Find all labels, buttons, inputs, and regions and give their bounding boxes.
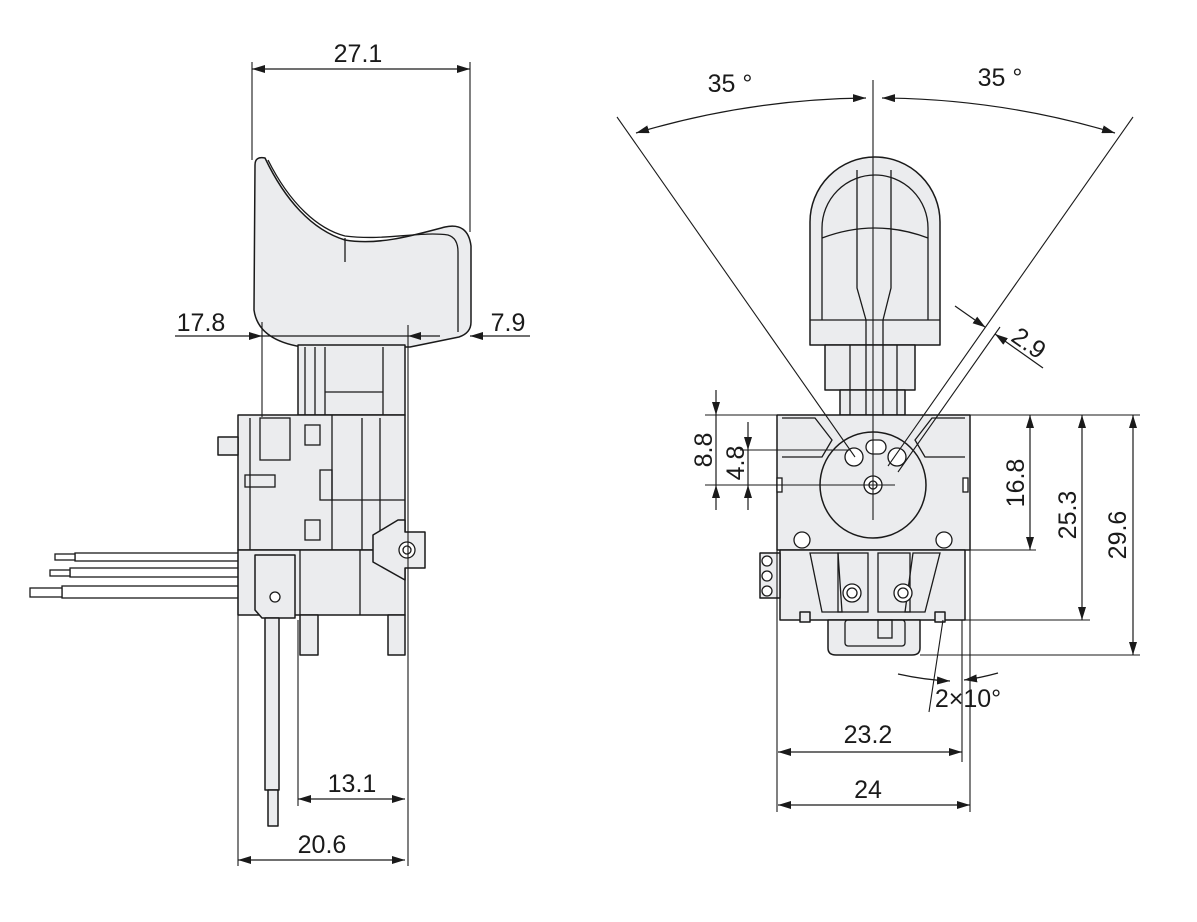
swing-limit-right bbox=[887, 116, 1134, 467]
mounting-hole bbox=[398, 541, 416, 559]
trigger-stem bbox=[297, 344, 406, 416]
trigger-front-band bbox=[821, 227, 929, 239]
trigger-front-rib bbox=[882, 170, 892, 321]
draft-arc-right bbox=[963, 672, 999, 683]
bottom-tab bbox=[827, 619, 921, 656]
dimension-label-stem-gap: 2.9 bbox=[1006, 322, 1051, 365]
housing-slot bbox=[304, 424, 321, 446]
terminal-pin bbox=[387, 614, 406, 656]
terminal-pin bbox=[299, 614, 319, 656]
dimension-label-trigger-width: 27.1 bbox=[334, 40, 383, 68]
angle-label-left: 35 ° bbox=[708, 70, 753, 98]
stem-block bbox=[297, 344, 406, 416]
angle-arc-left bbox=[635, 94, 867, 134]
dimension-label-overall-width: 24 bbox=[854, 776, 882, 804]
draft-arc-left bbox=[897, 673, 951, 685]
housing-front-chamfer bbox=[782, 417, 833, 458]
dimension-label-inner-width: 23.2 bbox=[844, 721, 893, 749]
terminal-section bbox=[779, 549, 966, 621]
swing-limit-right-parallel bbox=[897, 326, 1001, 473]
stem-front-upper bbox=[824, 344, 916, 391]
wire-middle-stub bbox=[49, 569, 71, 577]
wire-entry bbox=[761, 555, 773, 567]
lead-wires bbox=[29, 552, 259, 599]
dimension-label-trigger-front: 17.8 bbox=[177, 309, 226, 337]
hole-center bbox=[865, 439, 887, 455]
side-view: 27.1 17.8 7.9 13.1 20.6 bbox=[29, 40, 530, 866]
terminal-foot bbox=[799, 611, 811, 623]
dimension-label-overall-height: 29.6 bbox=[1104, 511, 1132, 560]
switch-housing-side bbox=[217, 414, 426, 827]
terminal-screw bbox=[269, 591, 281, 603]
wire-entry bbox=[761, 570, 773, 582]
dimension-label-body-height: 16.8 bbox=[1002, 459, 1030, 508]
front-view: 35 ° 35 ° 2.9 8.8 4.8 16.8 25.3 bbox=[616, 64, 1140, 812]
mounting-hole-inner bbox=[402, 545, 412, 555]
wire-terminal-block bbox=[254, 554, 296, 619]
housing-screw-right bbox=[935, 531, 953, 549]
terminal-screw-inner bbox=[846, 587, 858, 599]
housing-left-lug bbox=[217, 436, 239, 456]
bottom-tab-notch bbox=[877, 619, 893, 639]
housing-front-chamfer bbox=[914, 417, 965, 458]
dimension-label-pin-offset: 13.1 bbox=[328, 770, 377, 798]
housing-pocket bbox=[259, 417, 291, 461]
hole-left bbox=[844, 447, 864, 467]
angle-label-right: 35 ° bbox=[978, 64, 1023, 92]
dimension-line-stem-gap bbox=[954, 305, 986, 328]
terminal-foot bbox=[934, 611, 946, 623]
wire-entry bbox=[761, 585, 773, 597]
dimension-label-terminal-height: 25.3 bbox=[1054, 491, 1082, 540]
swing-limit-left bbox=[616, 116, 856, 458]
housing-screw-left bbox=[793, 531, 811, 549]
side-view-dimensions: 27.1 17.8 7.9 13.1 20.6 bbox=[175, 40, 530, 866]
trigger-inner-edge bbox=[267, 159, 459, 332]
dimension-line-stem-gap bbox=[994, 333, 1044, 369]
hole-right bbox=[887, 447, 907, 467]
dimension-label-pivot-lower: 4.8 bbox=[722, 446, 750, 481]
trigger-front-inner-arch bbox=[821, 174, 929, 320]
dimension-label-terminal-draft: 2×10° bbox=[935, 685, 1001, 713]
housing-slot bbox=[244, 474, 276, 488]
terminal-slot bbox=[837, 552, 869, 613]
trigger-front-outline bbox=[809, 156, 941, 346]
terminal-screw-inner bbox=[897, 587, 909, 599]
trigger-outline bbox=[253, 156, 472, 348]
lead-pin-tip bbox=[267, 789, 279, 827]
draft-line bbox=[928, 619, 944, 713]
wire-top bbox=[74, 552, 241, 562]
housing-side-slot bbox=[962, 477, 969, 493]
dimension-label-body-depth: 20.6 bbox=[298, 831, 347, 859]
angle-arc-right bbox=[881, 94, 1116, 134]
dimension-label-trigger-rear: 7.9 bbox=[491, 309, 526, 337]
dimension-label-pivot-upper: 8.8 bbox=[690, 433, 718, 468]
lead-pin bbox=[264, 617, 280, 791]
wire-middle bbox=[69, 567, 243, 578]
trigger-front-rib bbox=[856, 170, 867, 321]
housing-slot bbox=[304, 519, 321, 541]
terminal-screw bbox=[893, 583, 913, 603]
terminal-slot bbox=[877, 552, 911, 613]
wire-bottom bbox=[61, 585, 259, 599]
bottom-tab-recess bbox=[844, 619, 906, 647]
terminal-screw bbox=[842, 583, 862, 603]
wire-top-stub bbox=[54, 553, 76, 561]
wire-bottom-stub bbox=[29, 587, 63, 598]
